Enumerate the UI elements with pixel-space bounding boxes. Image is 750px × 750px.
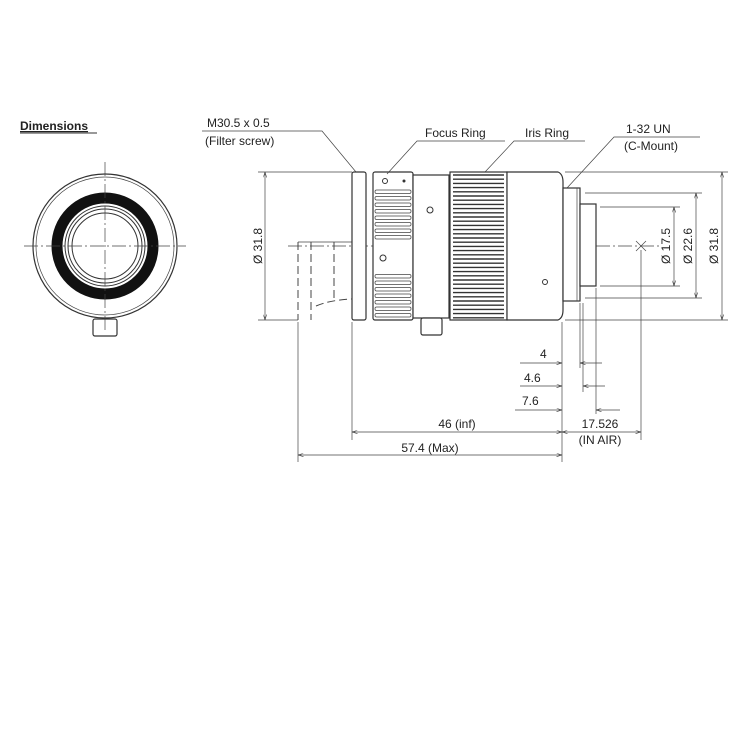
side-view [288,171,660,336]
knurl-groove [374,215,412,220]
knurl-groove [374,313,412,318]
filter-thread-label: M30.5 x 0.5 [207,116,270,130]
iris-ring-label: Iris Ring [525,126,569,140]
filter-ring [351,171,367,321]
front-view [24,162,186,337]
length-max-label: 57.4 (Max) [401,441,458,455]
knurl-groove [374,228,412,233]
knurl-groove [374,202,412,207]
knurl-groove [374,306,412,311]
focal-point-mark [635,240,647,252]
focus-ring-knurl [374,189,412,318]
knurl-groove [374,196,412,201]
rear-d1-label: Ø 17.5 [659,228,673,264]
filter-note-label: (Filter screw) [205,134,274,148]
dimensions: Ø 31.8 Ø 17.5 Ø 22.6 Ø 31.8 4 4.6 7.6 [251,171,728,462]
c-mount [562,187,581,302]
length-inf-label: 46 (inf) [438,417,475,431]
focus-ring-label: Focus Ring [425,126,486,140]
flange-back-label: 17.526 [582,417,619,431]
knurl-groove [374,300,412,305]
knurl-groove [374,189,412,194]
dim-4-6-label: 4.6 [524,371,541,385]
knurl-groove [374,222,412,227]
knurl-groove [374,235,412,240]
mount-note-label: (C-Mount) [624,139,678,153]
flange-note-label: (IN AIR) [579,433,622,447]
knurl-groove [374,287,412,292]
knurl-groove [374,293,412,298]
callouts: M30.5 x 0.5 (Filter screw) Focus Ring Ir… [202,116,700,189]
mount-thread-label: 1-32 UN [626,122,671,136]
drawing-title: Dimensions [20,119,88,133]
front-diameter-label: Ø 31.8 [251,228,265,264]
knurl-groove [374,209,412,214]
dim-4-label: 4 [540,347,547,361]
rear-d2-label: Ø 22.6 [681,228,695,264]
knurl-groove [374,274,412,279]
rear-d3-label: Ø 31.8 [707,228,721,264]
iris-ring-knurl [453,174,504,319]
dim-7-6-label: 7.6 [522,394,539,408]
knurl-groove [374,280,412,285]
